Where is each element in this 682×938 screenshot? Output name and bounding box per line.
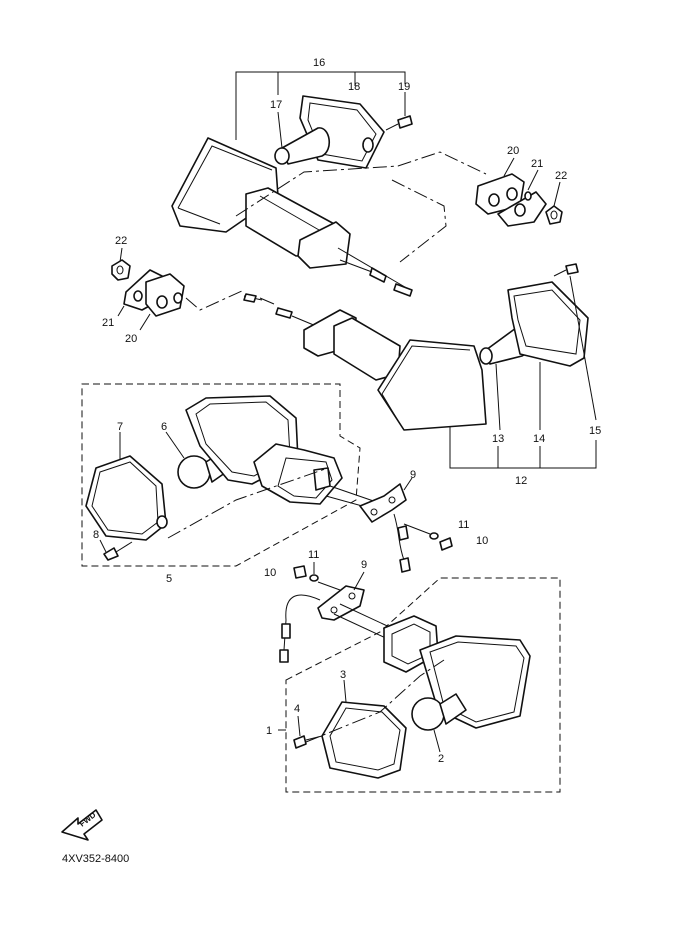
damper-set-right xyxy=(475,157,563,227)
callout-1: 1 xyxy=(266,725,272,737)
callout-11-upper: 11 xyxy=(458,519,469,531)
callout-20-left: 20 xyxy=(125,333,137,345)
callout-18: 18 xyxy=(348,81,360,93)
turn-signal-assembly-top xyxy=(171,71,487,297)
turn-signal-assembly-middle xyxy=(243,263,597,469)
callout-2: 2 xyxy=(438,753,444,765)
callout-21-right: 21 xyxy=(531,158,543,170)
callout-22-left: 22 xyxy=(115,235,127,247)
callout-12: 12 xyxy=(515,475,527,487)
forward-direction-arrow-icon: FWD xyxy=(61,809,103,841)
callout-22-right: 22 xyxy=(555,170,567,182)
damper-set-left xyxy=(111,247,245,331)
callout-10-upper: 10 xyxy=(476,535,488,547)
callout-9-upper: 9 xyxy=(410,469,416,481)
callout-21-left: 21 xyxy=(102,317,114,329)
callout-3: 3 xyxy=(340,669,346,681)
callout-labels: 16 17 18 19 20 21 22 22 21 20 7 6 13 14 … xyxy=(93,57,601,765)
callout-7: 7 xyxy=(117,421,123,433)
callout-10-lower: 10 xyxy=(264,567,276,579)
callout-6: 6 xyxy=(161,421,167,433)
bulb-17 xyxy=(274,111,330,165)
callout-8: 8 xyxy=(93,529,99,541)
callout-16: 16 xyxy=(313,57,325,69)
callout-4: 4 xyxy=(294,703,300,715)
callout-20-right: 20 xyxy=(507,145,519,157)
callout-15: 15 xyxy=(589,425,601,437)
callout-17: 17 xyxy=(270,99,282,111)
housing-16 xyxy=(171,137,413,297)
callout-14: 14 xyxy=(533,433,545,445)
callout-5: 5 xyxy=(166,573,172,585)
drawing-code: 4XV352-8400 xyxy=(62,853,129,865)
flasher-assembly-1 xyxy=(278,562,561,793)
callout-11-lower: 11 xyxy=(308,549,319,561)
callout-13: 13 xyxy=(492,433,504,445)
flasher-assembly-5 xyxy=(81,383,453,573)
callout-9-lower: 9 xyxy=(361,559,367,571)
screw-19 xyxy=(385,92,413,131)
callout-19: 19 xyxy=(398,81,410,93)
